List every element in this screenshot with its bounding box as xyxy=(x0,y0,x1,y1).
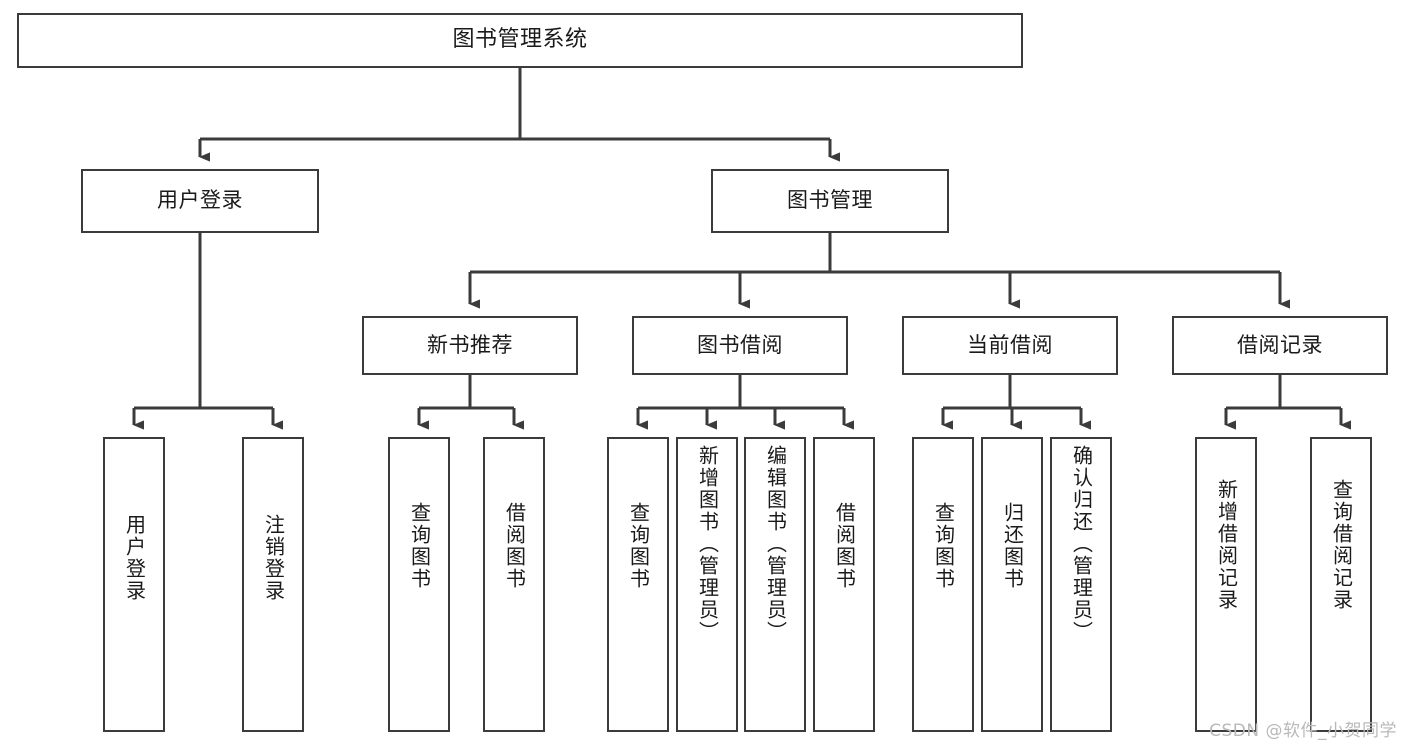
node-leaf-logout[interactable]: 注销登录 xyxy=(242,437,304,732)
node-user-login-label: 用户登录 xyxy=(157,188,243,213)
node-leaf-add-record[interactable]: 新增借阅记录 xyxy=(1195,437,1257,732)
wire-new-book-recommend-to-leaves xyxy=(417,375,524,430)
node-leaf-query-book-3-label: 查询图书 xyxy=(931,502,956,590)
watermark: CSDN @软件_小贺同学 xyxy=(1209,721,1397,741)
node-borrow-record[interactable]: 借阅记录 xyxy=(1172,316,1388,375)
wire-borrow-record-to-leaves xyxy=(1224,375,1351,430)
node-book-manage-label: 图书管理 xyxy=(787,188,873,213)
node-root-label: 图书管理系统 xyxy=(452,27,588,53)
wire-book-manage-to-level3 xyxy=(468,233,1290,309)
node-leaf-user-login[interactable]: 用户登录 xyxy=(103,437,165,732)
wire-current-borrow-to-leaves xyxy=(941,375,1091,430)
node-leaf-user-login-label: 用户登录 xyxy=(122,514,147,602)
node-leaf-add-record-label: 新增借阅记录 xyxy=(1214,479,1239,611)
node-leaf-borrow-book-1-label: 借阅图书 xyxy=(502,502,527,590)
wire-user-login-to-leaves xyxy=(132,233,283,430)
node-leaf-edit-book-label: 编辑图书（管理员） xyxy=(763,445,788,643)
node-leaf-add-book-label: 新增图书（管理员） xyxy=(695,445,720,643)
node-book-borrow-label: 图书借阅 xyxy=(697,332,783,357)
node-root[interactable]: 图书管理系统 xyxy=(17,13,1023,68)
node-leaf-query-book-1-label: 查询图书 xyxy=(407,502,432,590)
node-new-book-recommend-label: 新书推荐 xyxy=(427,332,513,357)
node-user-login[interactable]: 用户登录 xyxy=(81,169,319,233)
node-leaf-confirm-return[interactable]: 确认归还（管理员） xyxy=(1050,437,1112,732)
node-leaf-borrow-book-2[interactable]: 借阅图书 xyxy=(813,437,875,732)
wire-root-to-level2 xyxy=(198,68,840,162)
node-leaf-return-book[interactable]: 归还图书 xyxy=(981,437,1043,732)
node-leaf-edit-book[interactable]: 编辑图书（管理员） xyxy=(744,437,806,732)
node-leaf-query-book-2[interactable]: 查询图书 xyxy=(607,437,669,732)
node-leaf-query-book-2-label: 查询图书 xyxy=(626,502,651,590)
node-book-manage[interactable]: 图书管理 xyxy=(711,169,949,233)
node-new-book-recommend[interactable]: 新书推荐 xyxy=(362,316,578,375)
node-book-borrow[interactable]: 图书借阅 xyxy=(632,316,848,375)
node-leaf-return-book-label: 归还图书 xyxy=(1000,502,1025,590)
node-leaf-add-book[interactable]: 新增图书（管理员） xyxy=(676,437,738,732)
node-current-borrow[interactable]: 当前借阅 xyxy=(902,316,1118,375)
wire-book-borrow-to-leaves xyxy=(636,375,854,430)
node-leaf-logout-label: 注销登录 xyxy=(261,514,286,602)
node-leaf-query-book-3[interactable]: 查询图书 xyxy=(912,437,974,732)
node-borrow-record-label: 借阅记录 xyxy=(1237,332,1323,357)
node-leaf-borrow-book-2-label: 借阅图书 xyxy=(832,502,857,590)
node-leaf-query-record[interactable]: 查询借阅记录 xyxy=(1310,437,1372,732)
node-current-borrow-label: 当前借阅 xyxy=(967,332,1053,357)
node-leaf-query-record-label: 查询借阅记录 xyxy=(1329,479,1354,611)
node-leaf-confirm-return-label: 确认归还（管理员） xyxy=(1069,445,1094,643)
node-leaf-borrow-book-1[interactable]: 借阅图书 xyxy=(483,437,545,732)
node-leaf-query-book-1[interactable]: 查询图书 xyxy=(388,437,450,732)
